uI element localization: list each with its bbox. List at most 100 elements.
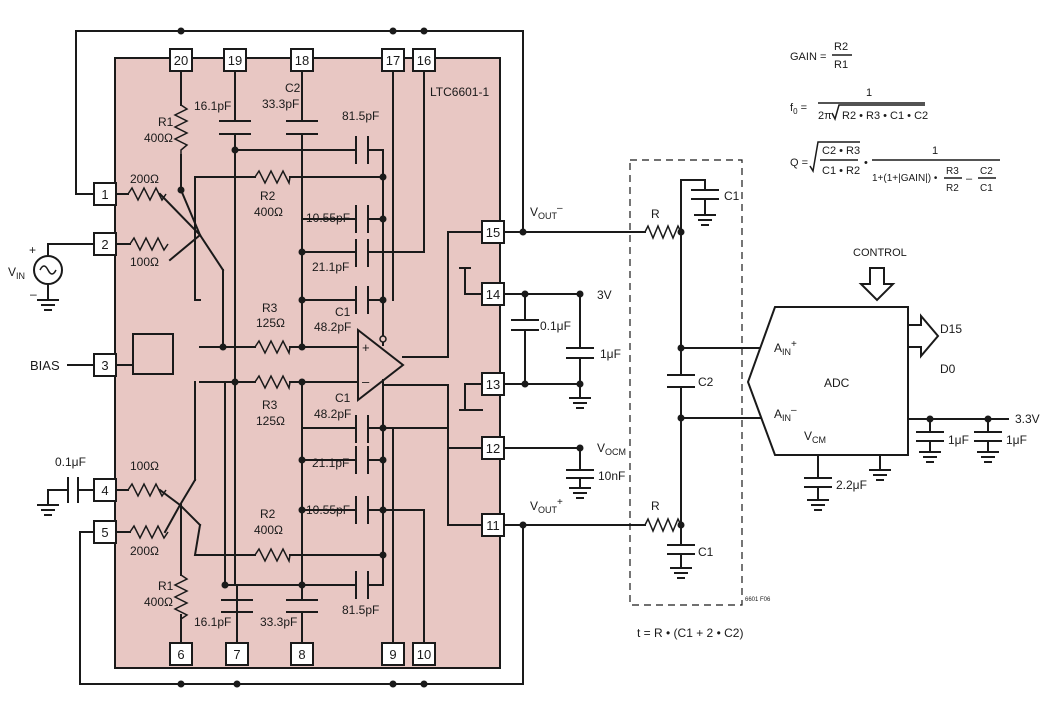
label-control: CONTROL bbox=[853, 247, 907, 259]
label-r3-top-val: 125Ω bbox=[256, 316, 285, 330]
pin-11: 11 bbox=[481, 513, 505, 537]
svg-text:1+(1+|GAIN|) •: 1+(1+|GAIN|) • bbox=[872, 173, 938, 184]
label-r1-top: R1 bbox=[158, 115, 174, 129]
label-ain-neg: AIN– bbox=[774, 405, 797, 423]
label-v33: 3.3V bbox=[1015, 412, 1040, 426]
label-81p-bottom: 81.5pF bbox=[342, 603, 379, 617]
svg-text:10: 10 bbox=[417, 647, 431, 662]
svg-text:4: 4 bbox=[101, 483, 108, 498]
label-c1-top-val: 48.2pF bbox=[314, 320, 351, 334]
cap-10p-bottom bbox=[355, 496, 369, 524]
resistor-r1-top bbox=[173, 104, 189, 155]
svg-text:17: 17 bbox=[386, 53, 400, 68]
label-3v: 3V bbox=[597, 288, 612, 302]
svg-text:R2: R2 bbox=[946, 183, 959, 194]
label-16p-top: 16.1pF bbox=[194, 99, 231, 113]
svg-text:11: 11 bbox=[486, 518, 500, 533]
label-r3-bottom-val: 125Ω bbox=[256, 414, 285, 428]
svg-text:C2: C2 bbox=[980, 166, 993, 177]
label-cap-1u-supply: 1μF bbox=[600, 347, 621, 361]
op-amp: + – bbox=[357, 299, 405, 403]
label-vin: VIN bbox=[8, 265, 25, 281]
pin-16: 16 bbox=[412, 48, 436, 72]
label-10p-top: 10.55pF bbox=[306, 211, 350, 225]
label-10p-bottom: 10.55pF bbox=[306, 503, 350, 517]
resistor-200-top bbox=[127, 186, 167, 202]
rc-filter-network bbox=[644, 179, 766, 579]
cap-16p-top bbox=[219, 120, 251, 135]
svg-text:R3: R3 bbox=[946, 166, 959, 177]
rc-filter-box bbox=[629, 159, 743, 606]
pin-1: 1 bbox=[93, 182, 117, 206]
adc-block bbox=[746, 267, 1009, 511]
svg-text:C1: C1 bbox=[980, 183, 993, 194]
chip-body bbox=[114, 57, 501, 669]
svg-text:R2 • R3 • C1 • C2: R2 • R3 • C1 • C2 bbox=[842, 110, 928, 122]
cap-81p-bottom bbox=[355, 571, 369, 599]
svg-text:–: – bbox=[966, 173, 973, 185]
resistor-100-bottom bbox=[127, 482, 167, 498]
cap-c1-top bbox=[355, 286, 369, 314]
resistor-100-top bbox=[129, 236, 169, 252]
label-33p-bottom: 33.3pF bbox=[260, 615, 297, 629]
label-81p-top: 81.5pF bbox=[342, 109, 379, 123]
label-c2-top-val: 33.3pF bbox=[262, 97, 299, 111]
svg-text:f0 =: f0 = bbox=[790, 102, 807, 116]
cap-81p-top bbox=[355, 136, 369, 164]
chip-name: LTC6601-1 bbox=[430, 85, 489, 99]
pin-19: 19 bbox=[223, 48, 247, 72]
label-cap-1u-a: 1μF bbox=[948, 433, 969, 447]
label-c1-ext-top: C1 bbox=[724, 189, 740, 203]
svg-text:20: 20 bbox=[174, 53, 188, 68]
equation-gain: GAIN = R2 R1 bbox=[790, 41, 852, 71]
svg-text:18: 18 bbox=[295, 53, 309, 68]
svg-text:C1 • R2: C1 • R2 bbox=[822, 165, 860, 177]
label-r3-top: R3 bbox=[262, 301, 278, 315]
svg-text:GAIN =: GAIN = bbox=[790, 51, 826, 63]
cap-33p-bottom bbox=[286, 599, 318, 613]
svg-text:1: 1 bbox=[101, 187, 108, 202]
pin-8: 8 bbox=[290, 642, 314, 666]
pin-20: 20 bbox=[169, 48, 193, 72]
label-vout-pos: VOUT+ bbox=[530, 497, 563, 515]
label-cap-1u-b: 1μF bbox=[1006, 433, 1027, 447]
svg-text:9: 9 bbox=[389, 647, 396, 662]
svg-text:8: 8 bbox=[298, 647, 305, 662]
label-bias: BIAS bbox=[30, 358, 60, 373]
resistor-r2-bottom bbox=[254, 547, 291, 564]
label-r1-bottom-val: 400Ω bbox=[144, 595, 173, 609]
pin-4: 4 bbox=[93, 478, 117, 502]
label-cap-01u-left: 0.1μF bbox=[55, 455, 86, 469]
label-r2-bottom: R2 bbox=[260, 507, 276, 521]
label-16p-bottom: 16.1pF bbox=[194, 615, 231, 629]
label-r2-top-val: 400Ω bbox=[254, 205, 283, 219]
label-d15: D15 bbox=[940, 322, 962, 336]
svg-text:2: 2 bbox=[101, 237, 108, 252]
cap-10p-top bbox=[355, 205, 369, 233]
pin-6: 6 bbox=[169, 642, 193, 666]
pin-3: 3 bbox=[93, 353, 117, 377]
svg-text:•: • bbox=[864, 157, 868, 169]
pin-9: 9 bbox=[381, 642, 405, 666]
label-c1-top: C1 bbox=[335, 305, 351, 319]
label-vin-plus: + bbox=[29, 243, 36, 257]
svg-text:1: 1 bbox=[932, 145, 938, 157]
pin-10: 10 bbox=[412, 642, 436, 666]
svg-text:R1: R1 bbox=[834, 59, 848, 71]
resistor-r2-top bbox=[254, 169, 291, 186]
label-c1-bottom: C1 bbox=[335, 391, 351, 405]
internal-wiring-top bbox=[117, 72, 481, 383]
label-vocm: VOCM bbox=[597, 441, 626, 457]
svg-text:+: + bbox=[362, 340, 370, 355]
svg-text:Q =: Q = bbox=[790, 157, 808, 169]
svg-text:C2 • R3: C2 • R3 bbox=[822, 145, 860, 157]
label-r3-bottom: R3 bbox=[262, 398, 278, 412]
label-cap-01u-supply: 0.1μF bbox=[540, 319, 571, 333]
svg-text:14: 14 bbox=[486, 287, 500, 302]
equation-q: Q = C2 • R3 C1 • R2 • 1 1+(1+|GAIN|) • R… bbox=[790, 141, 1000, 194]
label-tau-eq: t = R • (C1 + 2 • C2) bbox=[637, 626, 743, 640]
cap-33p-top bbox=[286, 120, 318, 135]
pin-14: 14 bbox=[481, 282, 505, 306]
label-d0: D0 bbox=[940, 362, 956, 376]
label-r-bottom: R bbox=[651, 499, 660, 513]
